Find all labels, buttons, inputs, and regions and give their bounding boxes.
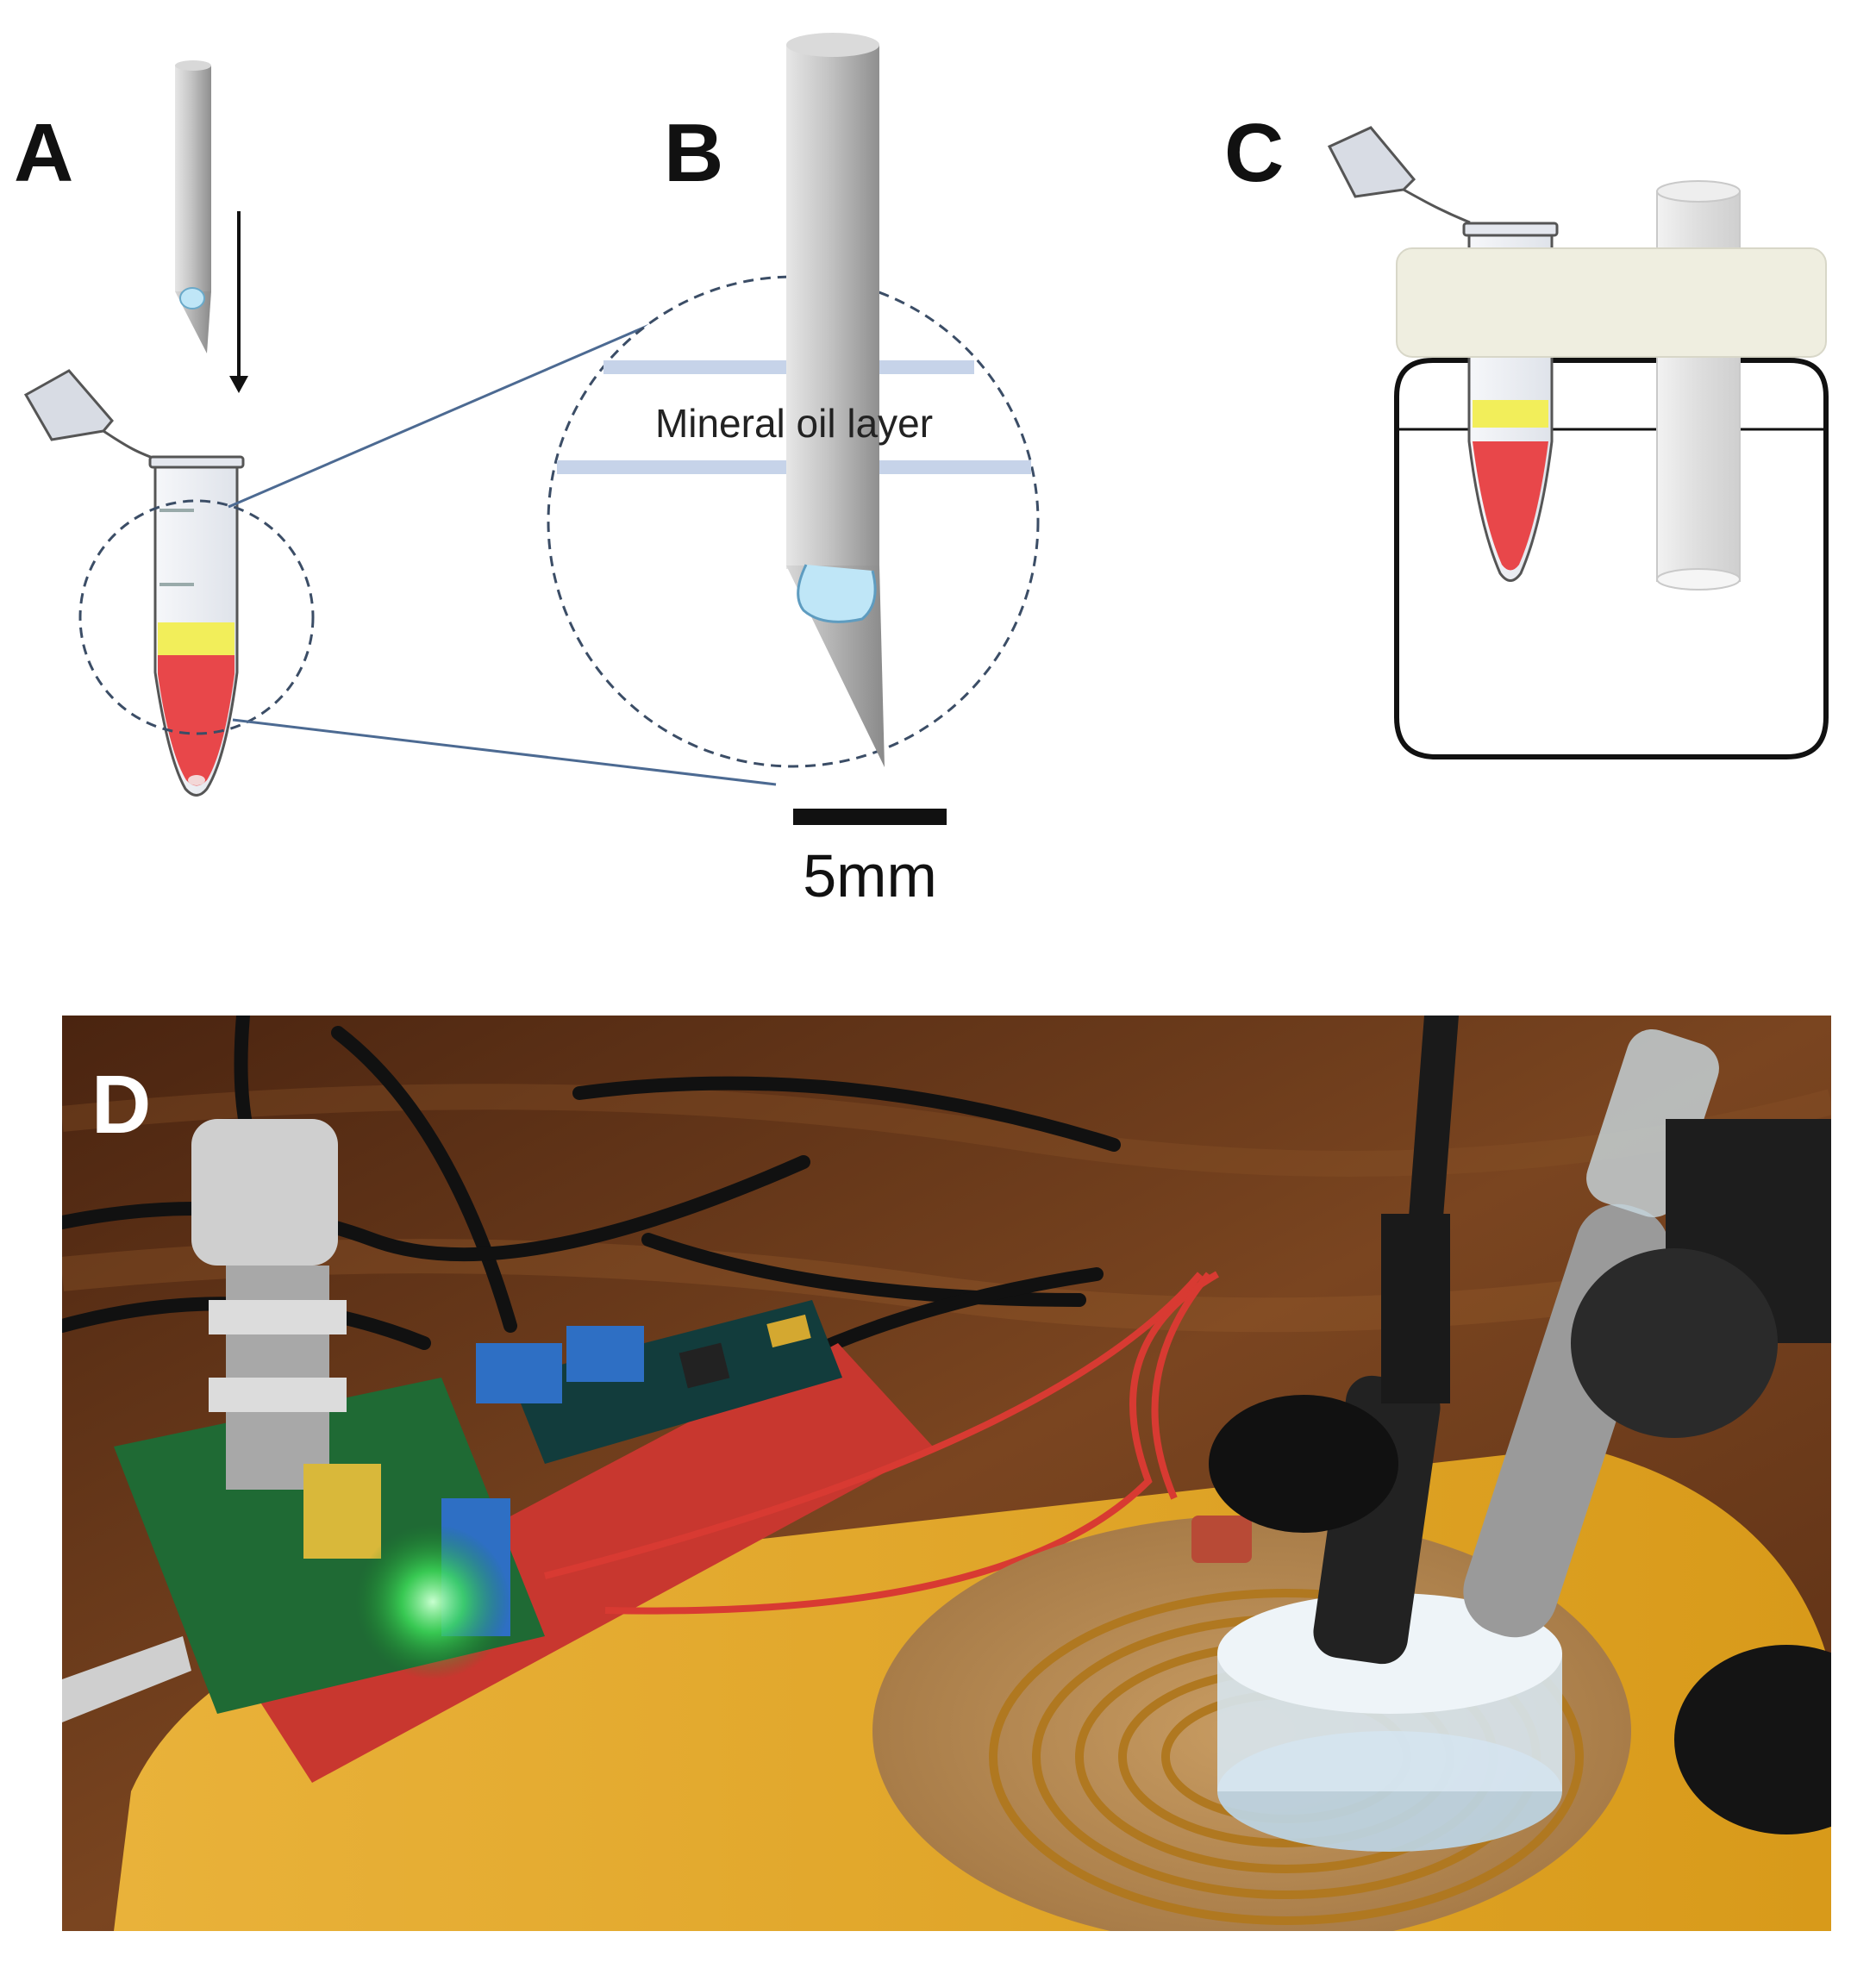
lamp-foot-right xyxy=(1674,1645,1831,1834)
probe-b xyxy=(786,33,885,767)
scale-bar-label: 5mm xyxy=(803,842,937,909)
probe-a xyxy=(175,60,211,353)
camera-lens xyxy=(1571,1248,1778,1438)
heater-connector xyxy=(1191,1516,1252,1563)
setup-photograph: D xyxy=(62,1016,1831,1931)
scale-bar xyxy=(793,809,947,825)
arduino-board xyxy=(510,1300,842,1464)
panel-label-c: C xyxy=(1224,107,1285,199)
terminal-block-1 xyxy=(476,1343,562,1403)
tube-a xyxy=(148,455,245,797)
schematic-figure: Mineral oil layer 5mm xyxy=(0,0,1876,966)
zoom-line-lower xyxy=(232,718,777,786)
support-rod xyxy=(1656,180,1741,591)
heater-wires xyxy=(544,1271,1219,1615)
schematic-svg: Mineral oil layer 5mm xyxy=(23,33,1829,909)
zoom-line-upper xyxy=(228,322,654,509)
bnc-connector xyxy=(191,1119,381,1559)
beaker xyxy=(1394,358,1829,759)
tube-holder xyxy=(1396,247,1827,358)
panel-label-b: B xyxy=(664,107,724,199)
terminal-block-2 xyxy=(566,1326,644,1382)
status-led xyxy=(355,1524,510,1679)
photo-svg xyxy=(62,1016,1831,1931)
panel-a-diagram xyxy=(23,60,777,797)
panel-c-diagram xyxy=(1327,126,1829,759)
panel-label-a: A xyxy=(14,107,74,199)
tube-lid-a xyxy=(23,369,160,462)
lamp-foot-left xyxy=(1209,1395,1398,1533)
panel-label-d: D xyxy=(91,1059,152,1151)
alligator-clip xyxy=(62,1636,191,1722)
oil-layer-label: Mineral oil layer xyxy=(655,401,933,446)
insert-arrow xyxy=(229,211,248,393)
zoom-circle-a xyxy=(78,499,315,735)
panel-b-diagram: Mineral oil layer 5mm xyxy=(547,33,1040,909)
